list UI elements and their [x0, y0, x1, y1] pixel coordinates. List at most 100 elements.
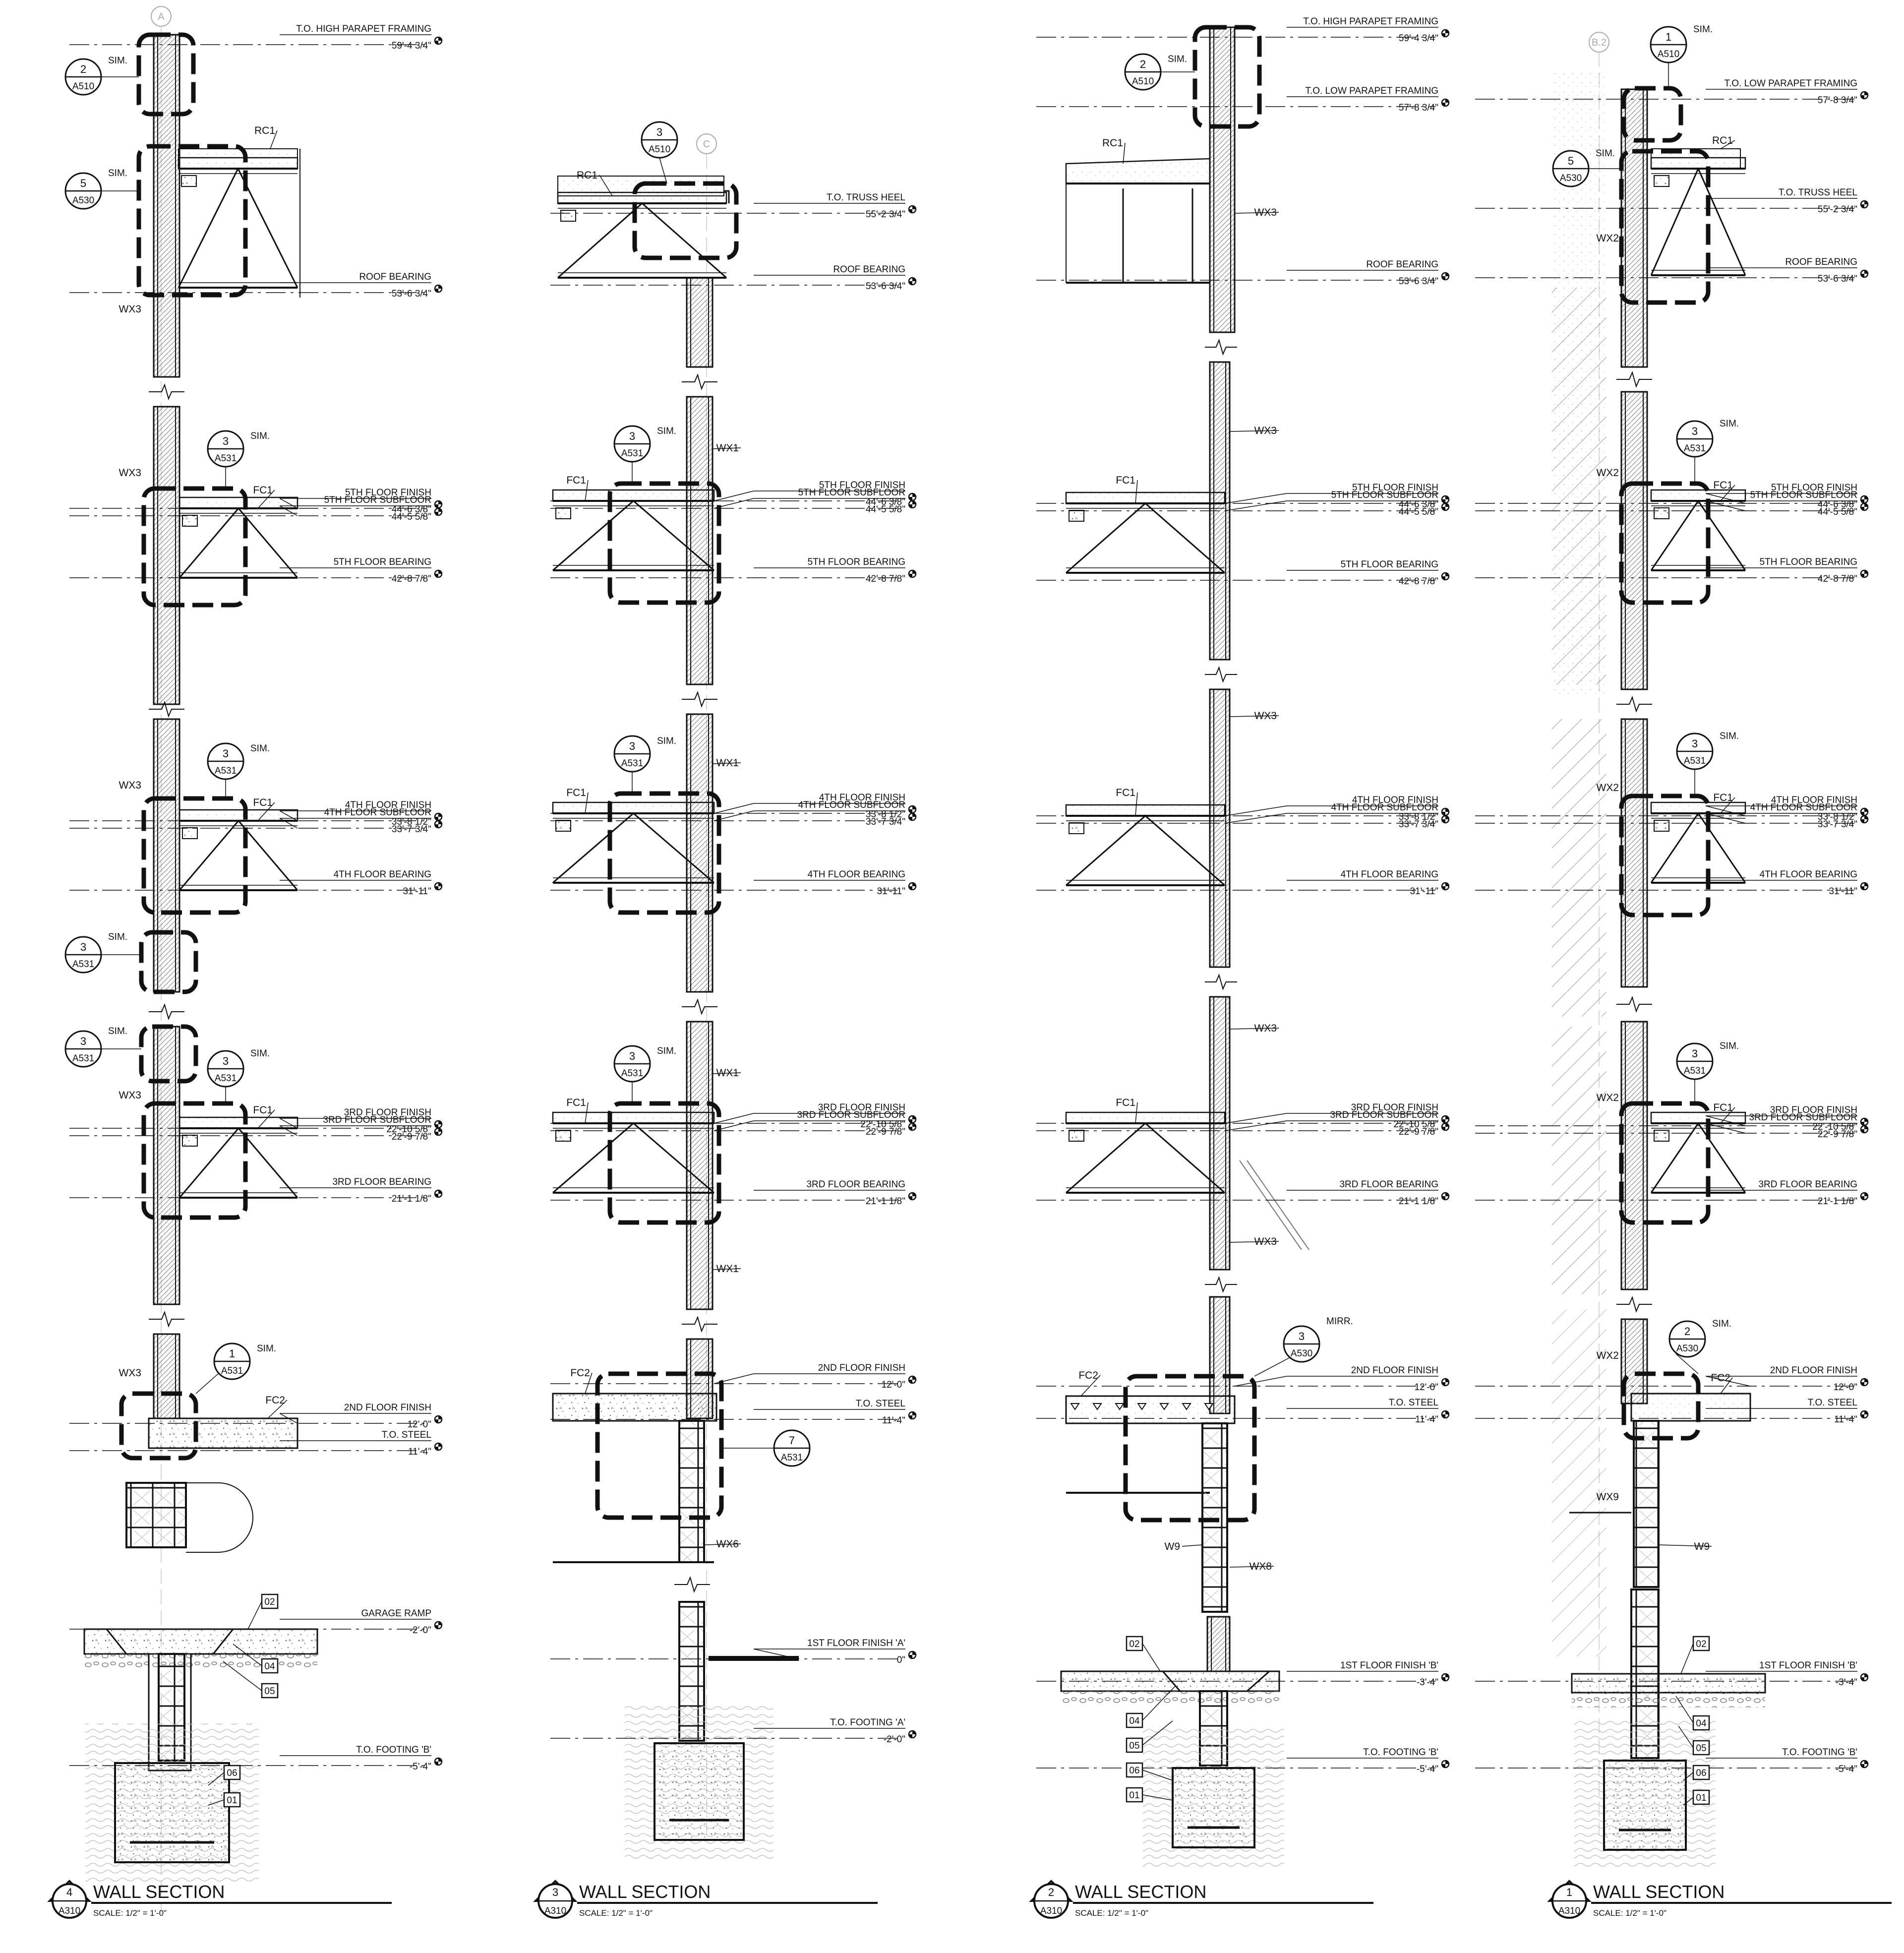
detail-sheet-ref: A531 — [621, 758, 643, 769]
elevation-value: 55'-2 3/4" — [866, 209, 905, 220]
elevation-name: 4TH FLOOR SUBFLOOR — [324, 807, 431, 818]
floor-topping — [1065, 1111, 1226, 1124]
detail-number: 3 — [223, 435, 229, 447]
assembly-tag: WX1 — [712, 757, 741, 769]
detail-callout-box — [607, 1101, 721, 1225]
detail-callout-box — [139, 930, 198, 994]
detail-number: 3 — [629, 1050, 635, 1062]
detail-number: 2 — [80, 63, 86, 75]
assembly-tag-label: WX3 — [119, 467, 141, 479]
elevation-name: 5TH FLOOR FINISH — [1352, 483, 1438, 493]
assembly-tag-label: RC1 — [254, 125, 275, 136]
elevation-target-icon — [908, 1115, 917, 1124]
elevation-name: 4TH FLOOR FINISH — [1771, 795, 1857, 805]
wall-insulation — [1209, 996, 1231, 1271]
assembly-tag-leader — [270, 130, 278, 149]
grid-label: C — [703, 139, 710, 150]
break-line — [149, 1003, 184, 1020]
elevation-target-icon — [1441, 572, 1450, 581]
assembly-tag: WX3 — [119, 1090, 141, 1101]
elevation-name: T.O. FOOTING 'B' — [1782, 1747, 1857, 1758]
elevation-value: 21'-1 1/8" — [392, 1194, 431, 1204]
elevation-leader — [1705, 1115, 1746, 1126]
assembly-tag: WX3 — [1229, 425, 1279, 436]
elevation-value: 53'-6 3/4" — [866, 281, 905, 292]
elevation-target-icon — [434, 1621, 443, 1630]
elevation-leader — [1224, 493, 1287, 504]
assembly-tag-label: RC1 — [1712, 135, 1733, 146]
assembly-tag-leader — [599, 175, 613, 196]
elevation-leader — [279, 1118, 298, 1129]
elevation-target-icon — [434, 820, 443, 829]
detail-sheet-ref: A531 — [72, 1053, 94, 1064]
elevation-name: 3RD FLOOR BEARING — [806, 1179, 905, 1190]
elevation-name: 5TH FLOOR BEARING — [334, 557, 431, 567]
assembly-tag-leader — [1234, 212, 1279, 214]
keynote-leader — [1142, 1686, 1176, 1721]
elevation-value: 33'-7 3/4" — [1399, 819, 1438, 830]
detail-number: 3 — [629, 430, 635, 442]
floor-truss — [1065, 491, 1226, 574]
elevation-target-icon — [1860, 807, 1869, 816]
elevation-leader — [714, 1373, 754, 1384]
section-scale: SCALE: 1/2" = 1'-0" — [93, 1908, 167, 1918]
assembly-tag: FC1 — [1713, 1102, 1735, 1124]
assembly-tag-label: RC1 — [577, 170, 597, 181]
stud-wall — [1620, 391, 1648, 690]
assembly-tag: FC1 — [1116, 475, 1138, 504]
floor-topping — [178, 157, 298, 170]
floor-topping — [552, 1111, 715, 1124]
floor-topping — [1650, 489, 1746, 502]
rim-block — [1654, 507, 1669, 519]
floor-topping — [552, 801, 715, 814]
elevation-target-icon — [1441, 502, 1450, 511]
elevation-name: 3RD FLOOR SUBFLOOR — [323, 1115, 431, 1125]
break-line — [1616, 371, 1652, 388]
elevation-name: 3RD FLOOR SUBFLOOR — [1330, 1110, 1438, 1120]
elevation-marker: 1ST FLOOR FINISH 'B'-3'-4" — [1036, 1660, 1450, 1688]
assembly-tag: FC1 — [566, 787, 589, 814]
cmu-wall — [1201, 1422, 1228, 1613]
keynote-tag: 05 — [1692, 1740, 1710, 1756]
break-line — [682, 998, 717, 1015]
section-sheet: A310 — [59, 1906, 80, 1916]
detail-callout-box — [632, 181, 739, 260]
elevation-target-icon — [1860, 1410, 1869, 1419]
elevation-target-icon — [1860, 91, 1869, 100]
insulation-triangle — [1092, 1403, 1102, 1410]
assembly-tag: WX3 — [119, 304, 141, 315]
elevation-value: 53'-6 3/4" — [1399, 276, 1438, 287]
assembly-tag-leader — [257, 1109, 275, 1129]
elevation-value: 44'-5 5/8" — [1818, 507, 1857, 517]
detail-number: 3 — [1299, 1330, 1305, 1343]
detail-sheet-ref: A531 — [1684, 1066, 1706, 1076]
detail-callout-box — [1621, 1371, 1701, 1441]
assembly-tag-label: FC1 — [1713, 792, 1733, 803]
elevation-target-icon — [1441, 495, 1450, 504]
assembly-tag-leader — [1229, 1241, 1279, 1243]
break-line — [682, 1316, 717, 1333]
wall-section-4: A2A510SIM.5A530SIM.3A531SIM.3A531SIM.3A5… — [47, 6, 443, 1919]
elevation-name: 5TH FLOOR FINISH — [819, 480, 905, 490]
assembly-tag-label: FC1 — [1116, 787, 1135, 798]
keynote-number: 02 — [264, 1597, 275, 1607]
assembly-tag-label: WX2 — [1596, 1350, 1619, 1361]
similar-label: SIM. — [250, 1048, 270, 1059]
elevation-value: 31'-11" — [1410, 886, 1438, 897]
elevation-value: 22'-9 7/8" — [1399, 1127, 1438, 1137]
assembly-tag: FC1 — [566, 475, 589, 501]
elevation-leader — [714, 803, 754, 814]
